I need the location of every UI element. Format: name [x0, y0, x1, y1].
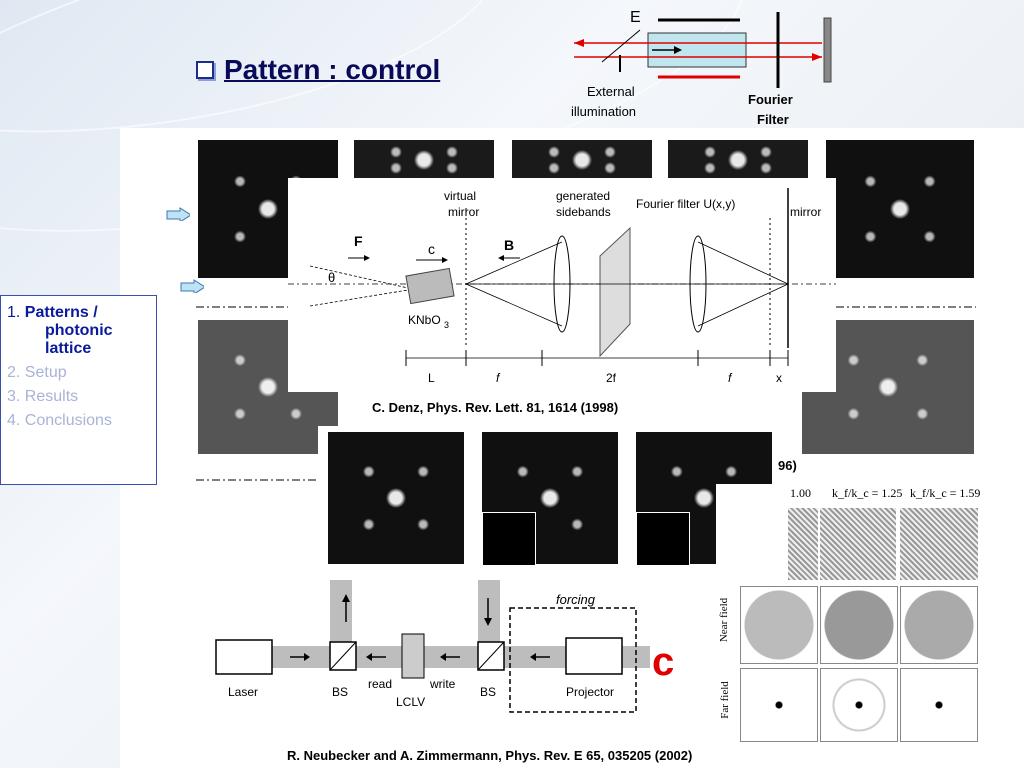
citation-neubecker: R. Neubecker and A. Zimmermann, Phys. Re… [287, 748, 693, 763]
forcing-label: forcing [556, 592, 596, 607]
pattern-photo [668, 140, 808, 180]
theta-label: θ [328, 270, 335, 285]
dim-label-L: L [428, 371, 435, 385]
sidebar-item-conclusions[interactable]: 4. Conclusions [7, 412, 152, 430]
write-label: write [429, 677, 456, 691]
fourier-filter-line1: Fourier [748, 92, 793, 107]
external-illumination-line2: illumination [571, 104, 636, 119]
generated-sidebands-line1: generated [556, 189, 610, 203]
fourier-filter-label: Fourier filter U(x,y) [636, 197, 735, 211]
virtual-mirror-line2: mirror [448, 205, 479, 219]
sidebar-item-number: 4. [7, 412, 21, 429]
setup-diagram: forcing Laser BS read write LCLV BS Proj… [215, 580, 650, 713]
forward-beam-label: F [354, 233, 363, 249]
arrow-right-icon [166, 207, 190, 221]
pattern-photo [354, 140, 494, 180]
far-field-label: Far field [718, 681, 731, 719]
sidebar-item-label: Patterns / [24, 304, 98, 321]
arrow-right-icon [180, 279, 204, 293]
crystal-subscript: 3 [444, 320, 449, 330]
bs1-label: BS [332, 685, 348, 699]
knbo3-diagram: virtual mirror generated sidebands Fouri… [288, 188, 836, 385]
projector-label: Projector [566, 685, 614, 699]
virtual-mirror-line1: virtual [444, 189, 476, 203]
citation-denz: C. Denz, Phys. Rev. Lett. 81, 1614 (1998… [372, 400, 619, 415]
near-field-cell [740, 586, 818, 664]
sidebar-item-label: Conclusions [24, 412, 112, 429]
top-schematic: E External illumination Fourier Filter [571, 9, 832, 127]
knbo3-diagram-panel: virtual mirror generated sidebands Fouri… [288, 178, 836, 392]
citation-partial-year: 96) [778, 458, 797, 473]
pattern-photo [826, 140, 974, 278]
external-illumination-line1: External [587, 84, 635, 99]
partial-red-text: c la [652, 640, 675, 684]
texture-cell [900, 508, 978, 580]
grid-header-2: k_f/k_c = 1.25 [832, 486, 903, 500]
sidebar-item-results[interactable]: 3. Results [7, 388, 152, 406]
lclv-label: LCLV [396, 695, 425, 709]
dim-label-2f: 2f [606, 371, 617, 385]
far-field-cell [900, 668, 978, 742]
e-label: E [630, 9, 641, 26]
result-photo [328, 432, 464, 564]
near-field-cell [820, 586, 898, 664]
sidebar-item-label: Setup [24, 364, 67, 381]
dim-label-f2: f [728, 371, 733, 385]
near-field-cell [900, 586, 978, 664]
c-axis-label: c [428, 241, 435, 257]
sidebar-item-number: 1. [7, 304, 21, 321]
pattern-photo [512, 140, 652, 180]
filter-inset [636, 512, 690, 566]
sidebar-item-label-line: lattice [45, 340, 92, 357]
sidebar-nav: 1. Patterns / photonic lattice 2. Setup … [0, 295, 157, 485]
filter-inset [482, 512, 536, 566]
checkbox-bullet-icon [196, 61, 214, 79]
grid-header-3: k_f/k_c = 1.59 [910, 486, 981, 500]
far-field-cell [820, 668, 898, 742]
sidebar-item-number: 2. [7, 364, 21, 381]
bs2-label: BS [480, 685, 496, 699]
sidebar-item-setup[interactable]: 2. Setup [7, 364, 152, 382]
sidebar-item-label-line: photonic [45, 322, 113, 339]
near-far-field-grid: 1.00 k_f/k_c = 1.25 k_f/k_c = 1.59 Near … [716, 484, 984, 746]
dim-label-x: x [776, 371, 782, 385]
backward-beam-label: B [504, 237, 514, 253]
slide-title: Pattern : control [196, 54, 440, 86]
far-field-cell [740, 668, 818, 742]
dim-label-f: f [496, 371, 501, 385]
generated-sidebands-line2: sidebands [556, 205, 611, 219]
sidebar-item-patterns[interactable]: 1. Patterns / photonic lattice [7, 304, 152, 358]
dash-dot-line [196, 479, 326, 481]
texture-cell [820, 508, 896, 580]
crystal-label: KNbO [408, 313, 441, 327]
result-images-panel [318, 426, 776, 572]
mirror-label: mirror [790, 205, 821, 219]
grid-header-1: 1.00 [790, 486, 811, 500]
read-label: read [368, 677, 392, 691]
sidebar-item-label: Results [24, 388, 79, 405]
near-field-label: Near field [718, 597, 731, 643]
laser-label: Laser [228, 685, 258, 699]
page-title: Pattern : control [224, 54, 441, 85]
fourier-filter-line2: Filter [757, 112, 789, 127]
texture-cell [788, 508, 818, 580]
sidebar-item-number: 3. [7, 388, 21, 405]
